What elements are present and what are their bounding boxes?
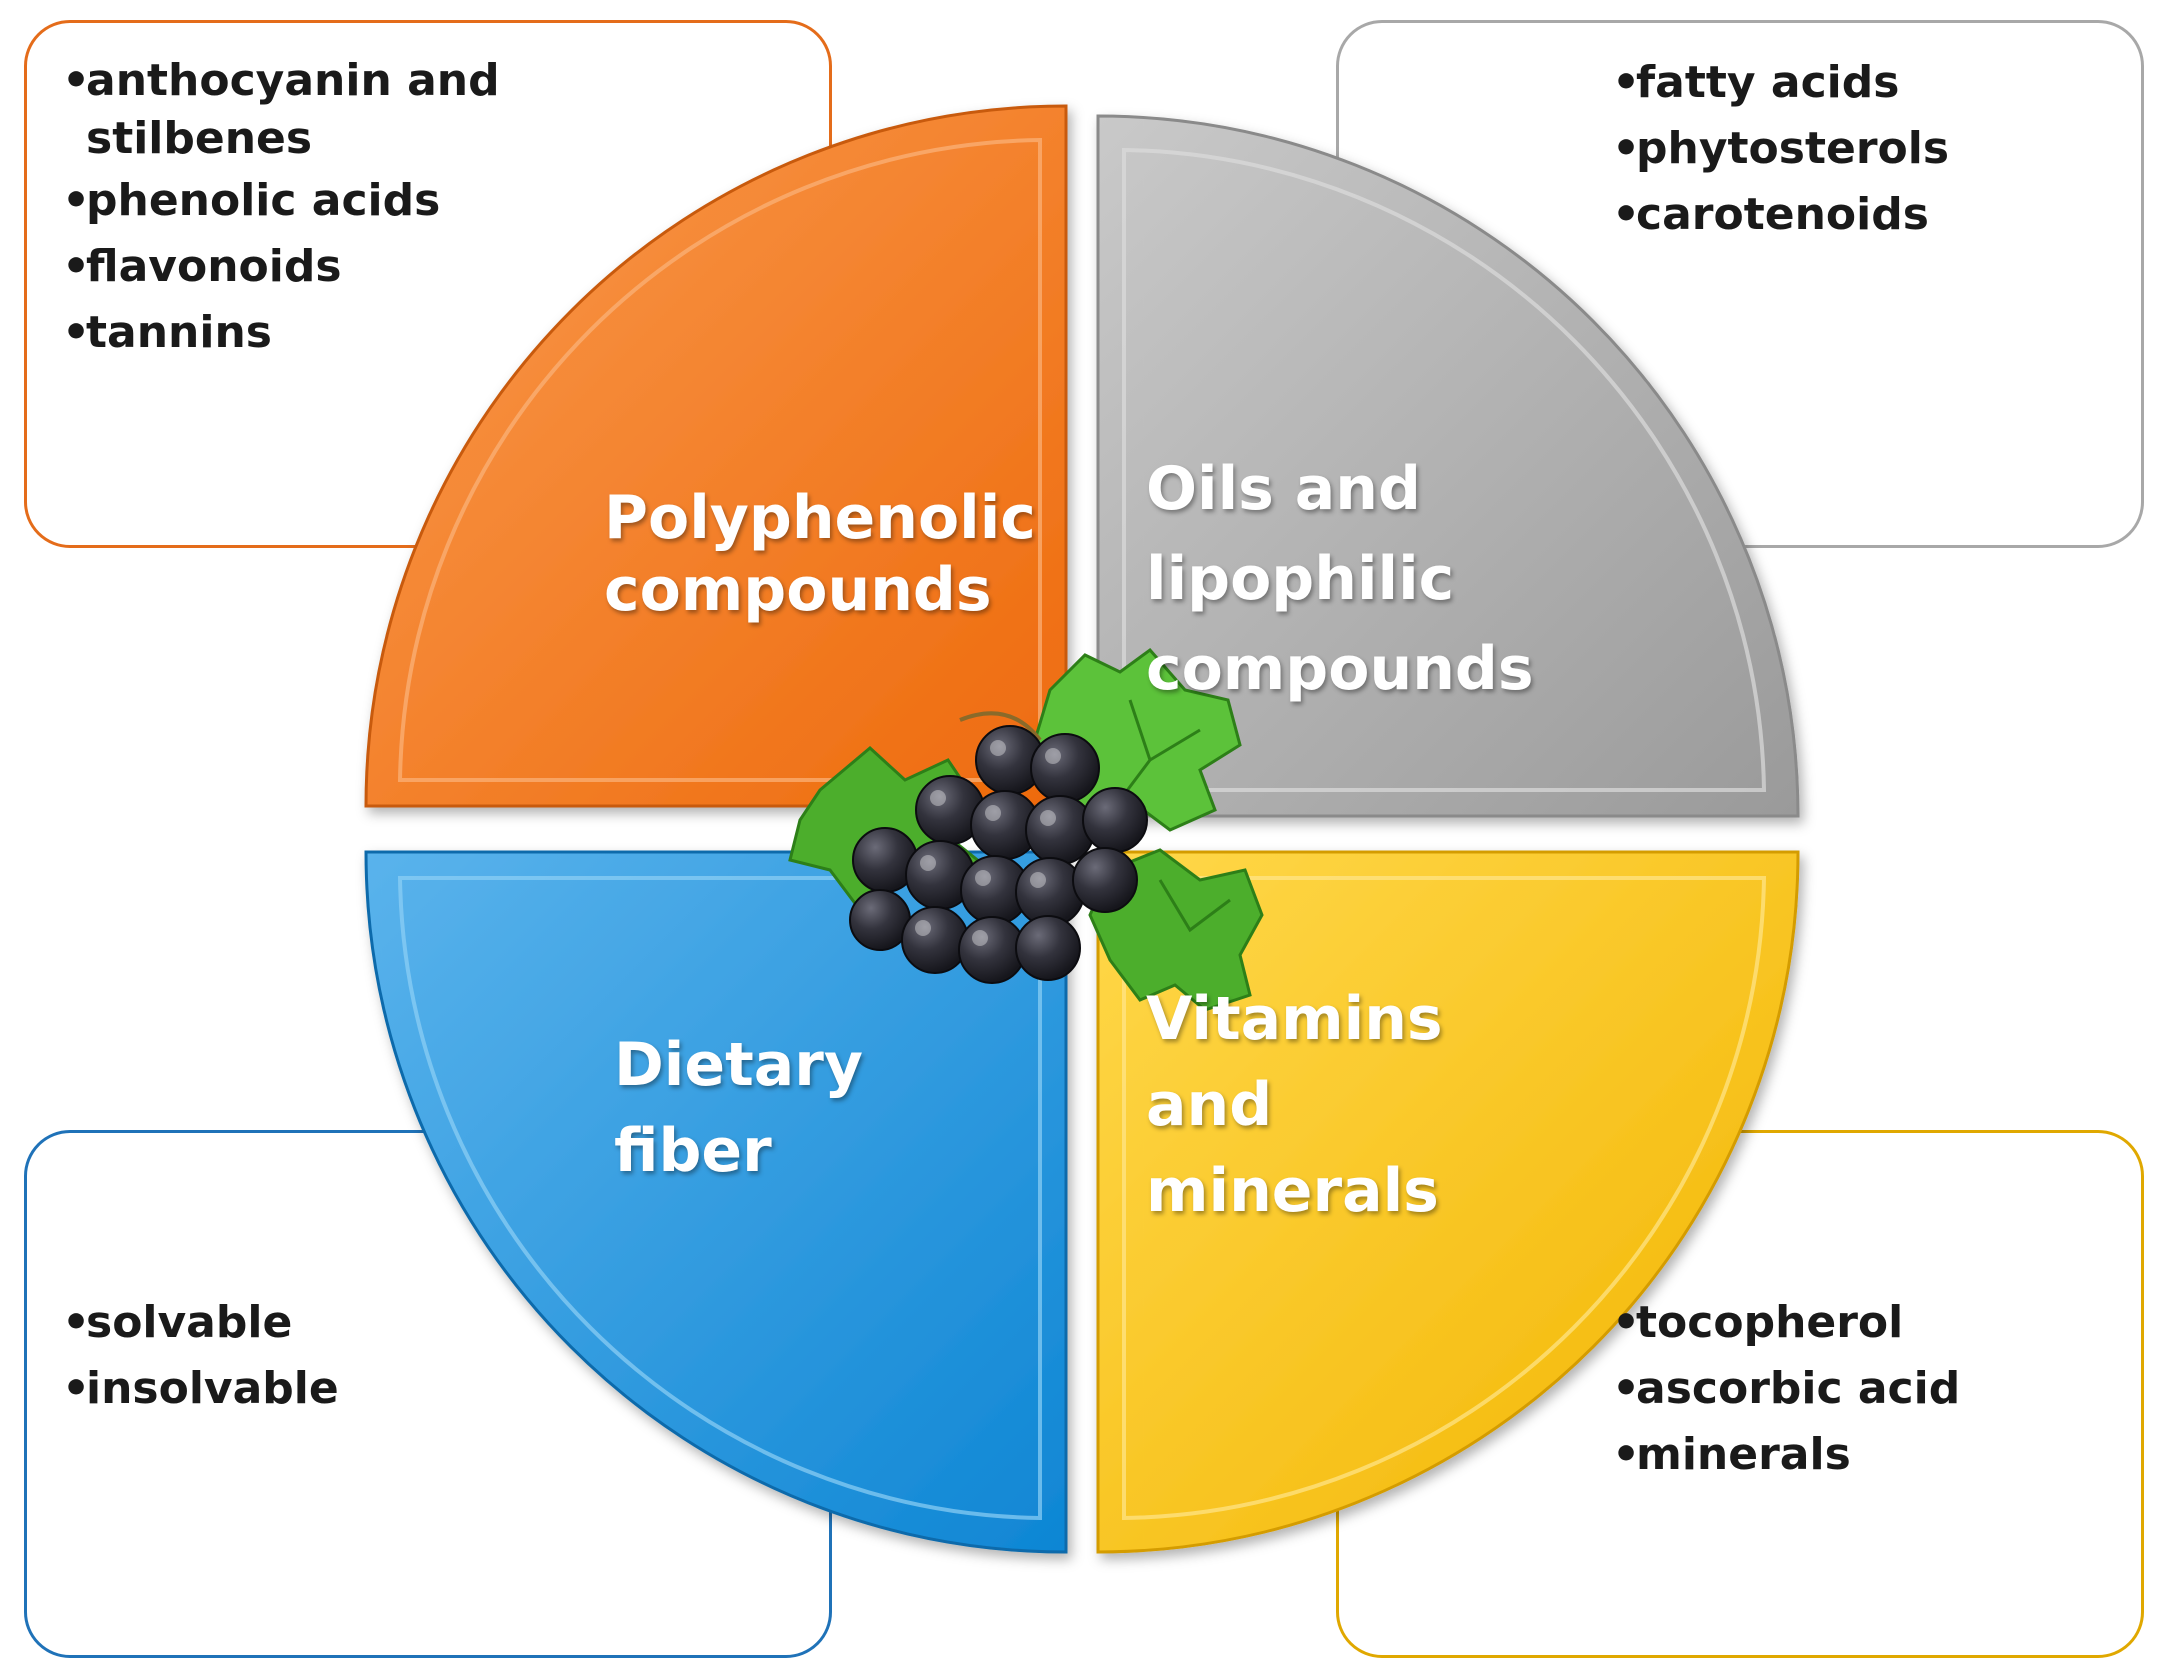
polyphenolic-compounds-label: Polyphenolic compounds [604, 483, 1036, 625]
list-item: fatty acids [1612, 50, 2032, 116]
list-item: insolvable [62, 1356, 462, 1422]
list-item: phytosterols [1612, 116, 2032, 182]
dietary-fiber-segment [364, 850, 1068, 1554]
grape-bunch-icon [788, 647, 1264, 1012]
list-item: anthocyanin and stilbenes [62, 52, 502, 168]
oils-lipophilic-compounds-list: fatty acids phytosterols carotenoids [1612, 50, 2032, 248]
polyphenolic-compounds-segment [364, 104, 1068, 808]
list-item: tocopherol [1612, 1290, 2052, 1356]
list-item: solvable [62, 1290, 462, 1356]
vitamins-minerals-segment [1096, 850, 1800, 1554]
list-item: minerals [1612, 1422, 2052, 1488]
vitamins-minerals-list: tocopherol ascorbic acid minerals [1612, 1290, 2052, 1488]
polyphenolic-compounds-list: anthocyanin and stilbenes phenolic acids… [62, 52, 502, 366]
dietary-fiber-list: solvable insolvable [62, 1290, 462, 1422]
list-item: flavonoids [62, 234, 502, 300]
list-item: carotenoids [1612, 182, 2032, 248]
list-item: ascorbic acid [1612, 1356, 2052, 1422]
oils-lipophilic-compounds-label: Oils and lipophilic compounds [1146, 454, 1534, 704]
list-item: tannins [62, 300, 502, 366]
vitamins-minerals-label: Vitamins and minerals [1146, 984, 1443, 1226]
oils-lipophilic-compounds-segment [1096, 114, 1800, 818]
dietary-fiber-label: Dietary fiber [614, 1030, 863, 1186]
list-item: phenolic acids [62, 168, 502, 234]
